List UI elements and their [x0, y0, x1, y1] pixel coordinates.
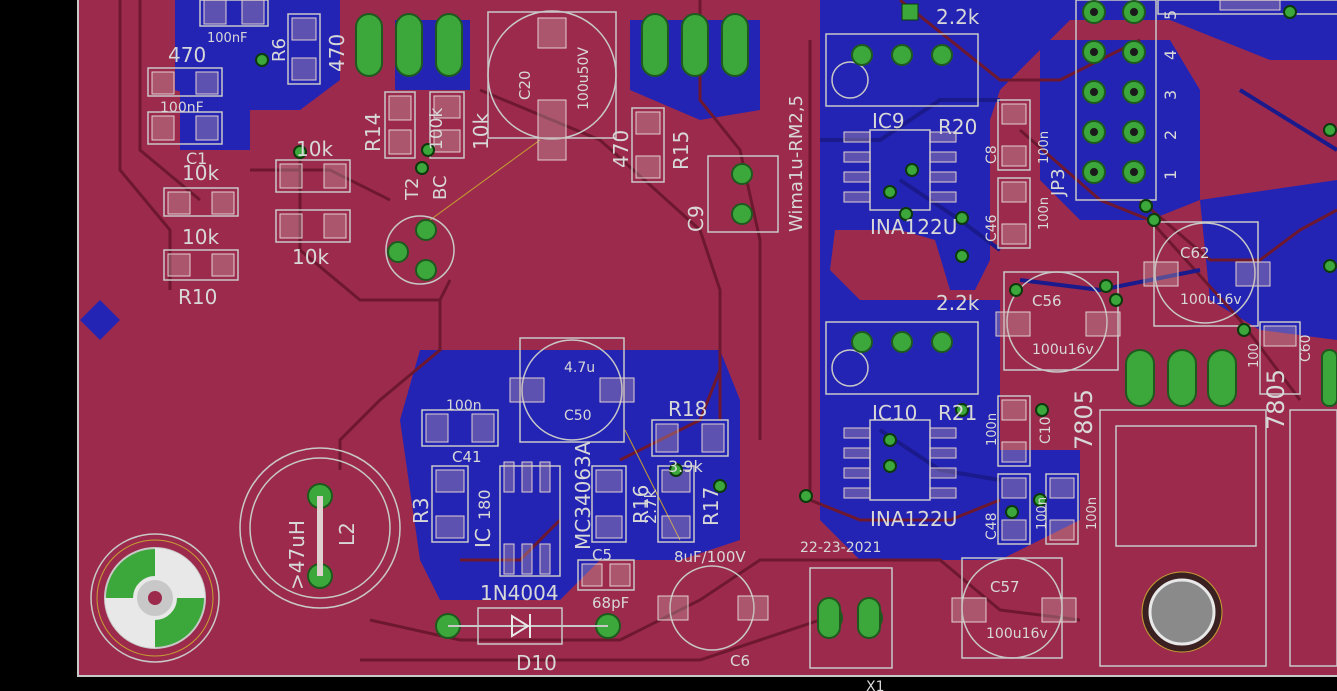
smd-pads — [151, 0, 1297, 623]
label-mc34063a: MC34063A — [571, 441, 595, 550]
label-ic10: IC10 — [872, 401, 917, 425]
label-bc: BC — [430, 175, 451, 200]
label-r3-value: 180 — [475, 489, 494, 520]
label-c5-value: 68pF — [592, 594, 629, 612]
square-via — [901, 3, 919, 21]
label-470-c: 470 — [609, 130, 633, 168]
label-c1: C1 — [186, 149, 207, 168]
label-c60: C60 — [1298, 334, 1314, 362]
label-r21: R21 — [938, 401, 977, 425]
label-c6-value: 8uF/100V — [674, 548, 746, 566]
label-r16-value: 2.7k — [641, 489, 660, 524]
board-outline — [77, 0, 1337, 677]
bottom-traces — [820, 88, 1337, 482]
label-ina122u-a: INA122U — [870, 215, 957, 239]
mounting-hole-right — [1141, 571, 1223, 653]
label-c46: C46 — [984, 214, 1000, 242]
label-pin-1: 1 — [1161, 170, 1180, 180]
label-470-a: 470 — [168, 43, 206, 67]
label-7805-b: 7805 — [1262, 369, 1290, 430]
label-100n: 100n — [1085, 497, 1100, 530]
label-t2: T2 — [402, 178, 423, 201]
label-c6: C6 — [730, 652, 750, 670]
through-hole-pads — [307, 0, 1337, 639]
label-c-100nf: 100nF — [207, 31, 248, 46]
label-c10: C10 — [1038, 416, 1054, 444]
label-c56: C56 — [1032, 292, 1062, 310]
label-10k-e: 10k — [292, 245, 329, 269]
label-wima: Wima1u-RM2,5 — [786, 95, 807, 232]
vias — [255, 5, 1337, 519]
label-c9: C9 — [684, 205, 708, 232]
label-pin-4: 4 — [1161, 50, 1180, 60]
label-pin-2: 2 — [1161, 130, 1180, 140]
label-r18-value: 3.9k — [668, 457, 703, 476]
label-c41-value: 100n — [446, 398, 482, 414]
label-r16: R16 — [629, 485, 653, 524]
label-r3: R3 — [409, 497, 433, 524]
label-d10-value: 1N4004 — [480, 581, 559, 605]
label-c57-value: 100u16v — [986, 626, 1048, 642]
label-l2-value: >47uH — [285, 520, 309, 590]
label-r15: R15 — [669, 131, 693, 170]
label-ic9: IC9 — [872, 109, 905, 133]
label-l2: L2 — [335, 522, 359, 546]
label-r18: R18 — [668, 397, 707, 421]
label-x1: X1 — [866, 679, 885, 691]
label-c10-value: 100n — [985, 413, 1000, 446]
label-r6: R6 — [269, 38, 290, 62]
label-pin-5: 5 — [1161, 10, 1180, 20]
label-10k-c: 10k — [182, 161, 219, 185]
label-c5: C5 — [592, 546, 612, 564]
label-c20-value: 100u50V — [576, 47, 592, 110]
label-pin-3: 3 — [1161, 90, 1180, 100]
label-c48: C48 — [984, 512, 1000, 540]
label-c8: C8 — [984, 145, 1000, 164]
label-c56-value: 100u16v — [1032, 342, 1094, 358]
label-470-b: 470 — [325, 34, 349, 72]
label-r20: R20 — [938, 115, 977, 139]
label-r10: R10 — [178, 285, 217, 309]
label-r14: R14 — [361, 113, 385, 152]
label-7805-a: 7805 — [1070, 389, 1098, 450]
label-2-2k-a: 2.2k — [936, 5, 980, 29]
label-c1-value: 100nF — [160, 100, 204, 116]
label-date: 22-23-2021 — [800, 540, 881, 556]
airwires — [429, 139, 681, 541]
silkscreen-labels: 100nF R6 470 470 C20 100u50V R14 100k 10… — [160, 5, 1314, 691]
label-c41: C41 — [452, 448, 482, 466]
label-10k-d: 10k — [182, 225, 219, 249]
label-2-2k-b: 2.2k — [936, 291, 980, 315]
label-c50-value: 4.7u — [564, 360, 595, 376]
label-d10: D10 — [516, 651, 557, 675]
label-c8-value: 100n — [1037, 131, 1052, 164]
label-c62: C62 — [1180, 244, 1210, 262]
label-c50: C50 — [564, 408, 592, 424]
label-c46-value: 100n — [1037, 197, 1052, 230]
label-ina122u-b: INA122U — [870, 507, 957, 531]
label-c62-value: 100u16v — [1180, 292, 1242, 308]
label-10k-a: 10k — [469, 113, 493, 150]
label-c57: C57 — [990, 578, 1020, 596]
mounting-hole-left — [90, 533, 220, 663]
label-c48-value: 100n — [1035, 497, 1050, 530]
label-10k-b: 10k — [296, 137, 333, 161]
label-r17: R17 — [699, 487, 723, 526]
silkscreen-outlines — [147, 0, 1337, 669]
label-r14-value: 100k — [427, 108, 447, 150]
label-c60-value: 100 — [1247, 343, 1262, 368]
label-ic: IC — [471, 528, 495, 548]
label-c20: C20 — [516, 70, 534, 100]
diode-d10 — [448, 614, 608, 638]
label-jp3: JP3 — [1048, 168, 1069, 197]
